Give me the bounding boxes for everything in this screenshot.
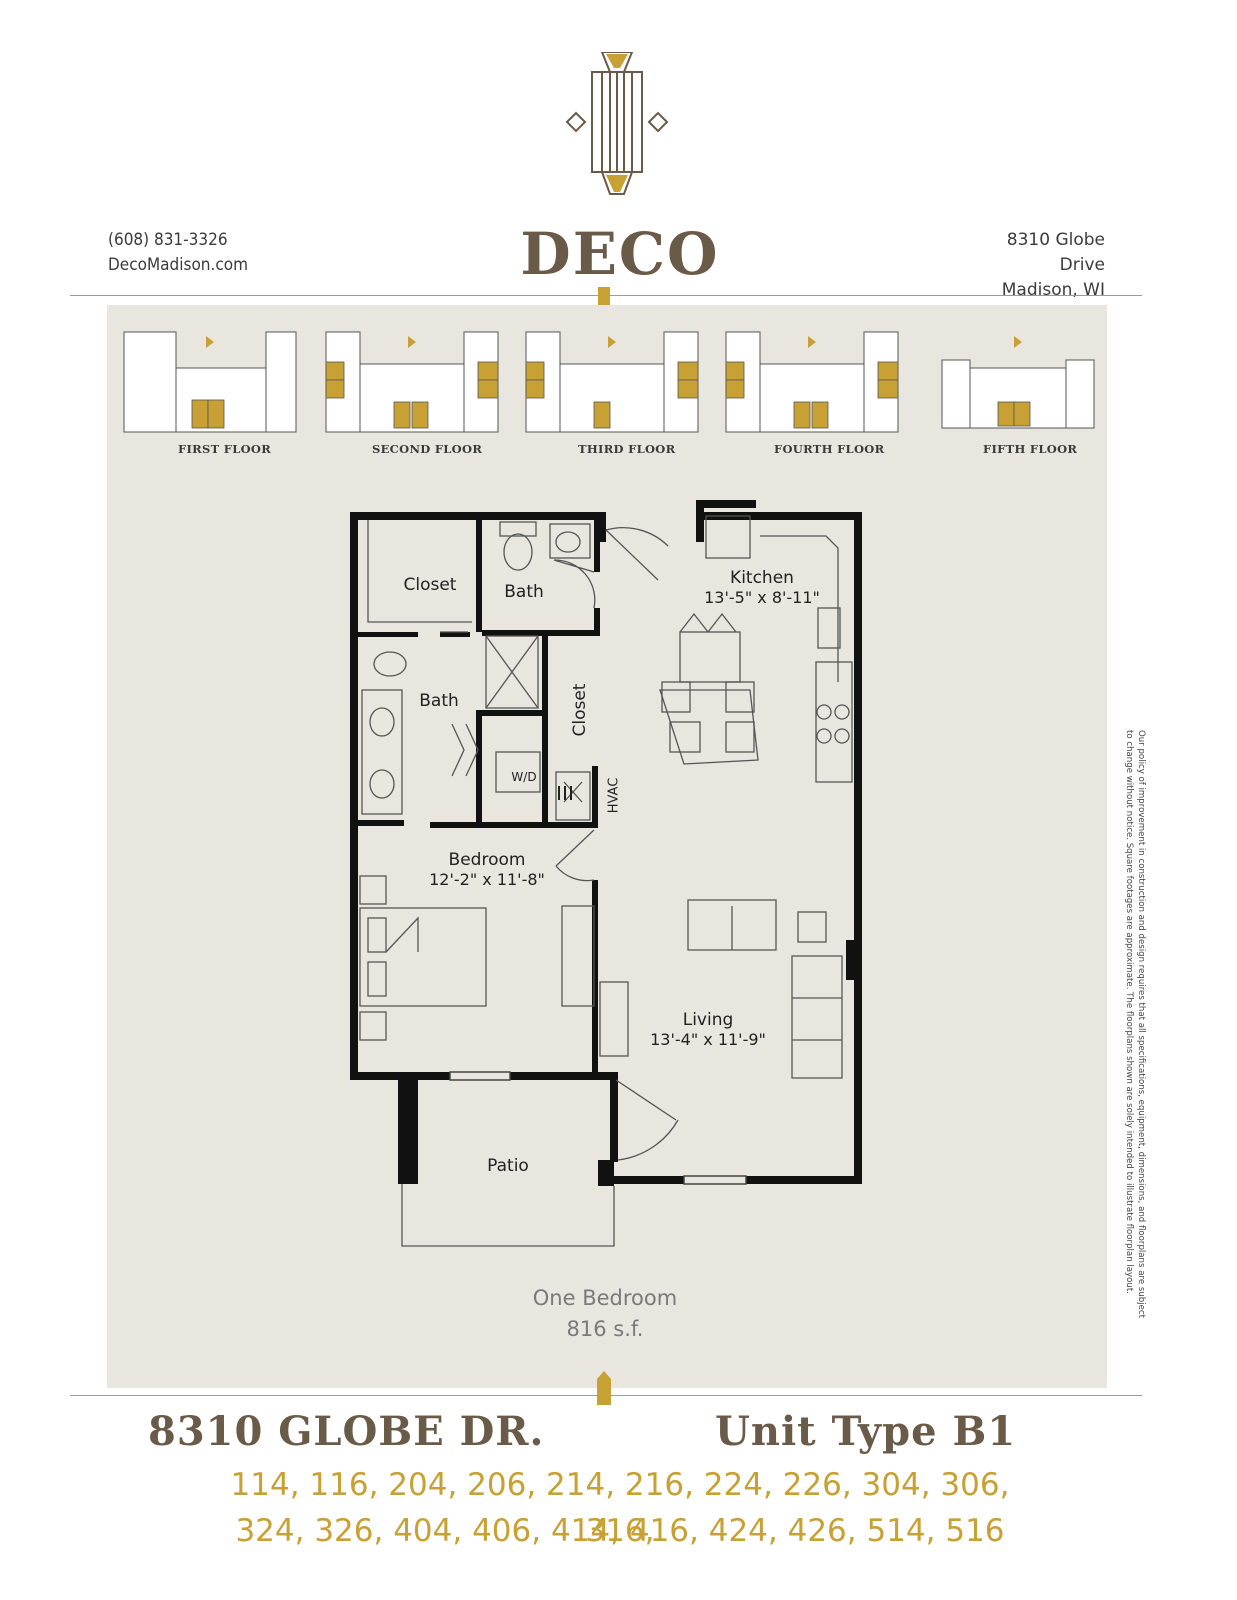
deco-logo-icon <box>565 52 669 195</box>
disclaimer: Our policy of improvement in constructio… <box>1117 730 1157 1390</box>
room-label-kitchen: Kitchen 13'-5" x 8'-11" <box>692 568 832 607</box>
kitchen-dimensions: 13'-5" x 8'-11" <box>704 588 820 607</box>
key-plan-label: FIFTH FLOOR <box>983 442 1078 456</box>
room-label-bedroom: Bedroom 12'-2" x 11'-8" <box>412 850 562 889</box>
unit-numbers-line-2: 324, 326, 404, 406, 414, 416, 424, 426, … <box>235 1513 1005 1549</box>
room-label-closet: Closet <box>403 575 457 595</box>
disclaimer-line-1: Our policy of improvement in constructio… <box>1136 730 1146 1318</box>
disclaimer-line-2: to change without notice. Square footage… <box>1124 730 1134 1294</box>
living-name: Living <box>682 1010 734 1030</box>
key-plan-second-floor[interactable] <box>322 328 502 436</box>
contact-info: (608) 831-3326 DecoMadison.com <box>108 228 248 278</box>
room-label-hvac: HVAC <box>606 777 622 814</box>
key-plan-fifth-floor[interactable] <box>938 328 1098 436</box>
room-label-living: Living 13'-4" x 11'-9" <box>636 1010 780 1049</box>
room-label-patio: Patio <box>487 1156 529 1176</box>
floorplan-drawing <box>350 500 862 1247</box>
unit-description: One Bedroom <box>532 1286 678 1310</box>
footer-rule-ornament-icon <box>597 1371 611 1405</box>
kitchen-name: Kitchen <box>730 568 794 588</box>
bedroom-dimensions: 12'-2" x 11'-8" <box>429 870 545 889</box>
phone-number[interactable]: (608) 831-3326 <box>108 230 228 250</box>
room-label-bath: Bath <box>419 691 459 711</box>
key-plan-label: FIRST FLOOR <box>178 442 272 456</box>
key-plan-label: FOURTH FLOOR <box>774 442 885 456</box>
room-label-closet-side: Closet <box>570 683 590 737</box>
brand-wordmark: DECO <box>520 220 720 288</box>
key-plan-third-floor[interactable] <box>522 328 702 436</box>
unit-summary: One Bedroom 816 s.f. <box>480 1283 730 1345</box>
room-label-bath: Bath <box>504 582 544 602</box>
key-plan-label: SECOND FLOOR <box>372 442 483 456</box>
living-dimensions: 13'-4" x 11'-9" <box>650 1030 766 1049</box>
room-label-washer-dryer: W/D <box>511 770 537 784</box>
key-plan-first-floor[interactable] <box>120 328 300 436</box>
bedroom-name: Bedroom <box>448 850 526 870</box>
unit-area: 816 s.f. <box>566 1317 644 1341</box>
key-plan-fourth-floor[interactable] <box>722 328 902 436</box>
floorplan-panel <box>107 305 1107 1388</box>
unit-numbers-line-1: 114, 116, 204, 206, 214, 216, 224, 226, … <box>230 1467 1010 1549</box>
street-address: 8310 Globe Drive <box>1006 230 1105 275</box>
footer-address: 8310 GLOBE DR. <box>148 1408 545 1455</box>
key-plan-label: THIRD FLOOR <box>578 442 676 456</box>
footer-unit-type: Unit Type B1 <box>715 1408 1017 1455</box>
website-link[interactable]: DecoMadison.com <box>108 255 249 275</box>
